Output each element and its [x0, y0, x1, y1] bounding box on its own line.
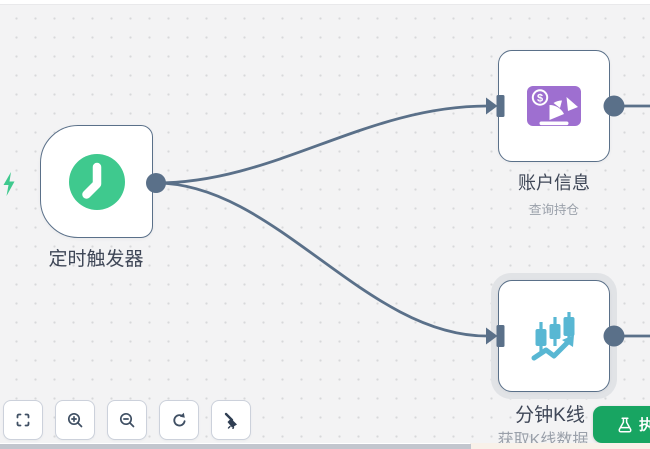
account-finance-icon: $: [527, 86, 581, 126]
fit-view-icon: [16, 413, 30, 427]
node-account-info[interactable]: $: [498, 50, 610, 162]
connection-trigger-to-account[interactable]: [155, 104, 488, 185]
connection-trigger-to-kline[interactable]: [155, 181, 488, 338]
node-label-kline: 分钟K线: [515, 405, 585, 426]
zoom-out-button[interactable]: [107, 400, 147, 440]
tidy-up-button[interactable]: [211, 400, 251, 440]
fit-view-button[interactable]: [3, 400, 43, 440]
node-timer-trigger[interactable]: [40, 125, 153, 238]
lightning-icon: [2, 172, 16, 201]
undo-icon: [173, 412, 186, 427]
node-label-account: 账户信息: [518, 173, 590, 193]
account-input-arrow-icon[interactable]: [486, 97, 498, 115]
node-minute-kline[interactable]: [498, 280, 610, 392]
candlestick-chart-icon: [531, 312, 575, 361]
canvas-top-edge: [0, 0, 650, 5]
zoom-in-icon: [67, 412, 83, 428]
execute-button-label: 执行: [639, 418, 650, 434]
zoom-in-button[interactable]: [55, 400, 95, 440]
clock-icon: [68, 153, 125, 210]
undo-button[interactable]: [159, 400, 199, 440]
execute-workflow-button[interactable]: 执行: [593, 406, 650, 443]
scrollbar-thumb[interactable]: [0, 444, 471, 449]
svg-text:$: $: [537, 93, 543, 105]
node-label-trigger: 定时触发器: [48, 249, 144, 270]
node-subtitle-account: 查询持仓: [528, 203, 580, 217]
broom-icon: [224, 412, 237, 429]
flask-icon: [618, 416, 632, 433]
scrollbar-track-right: [470, 443, 650, 449]
zoom-out-icon: [119, 412, 135, 428]
horizontal-scrollbar: [0, 443, 650, 449]
